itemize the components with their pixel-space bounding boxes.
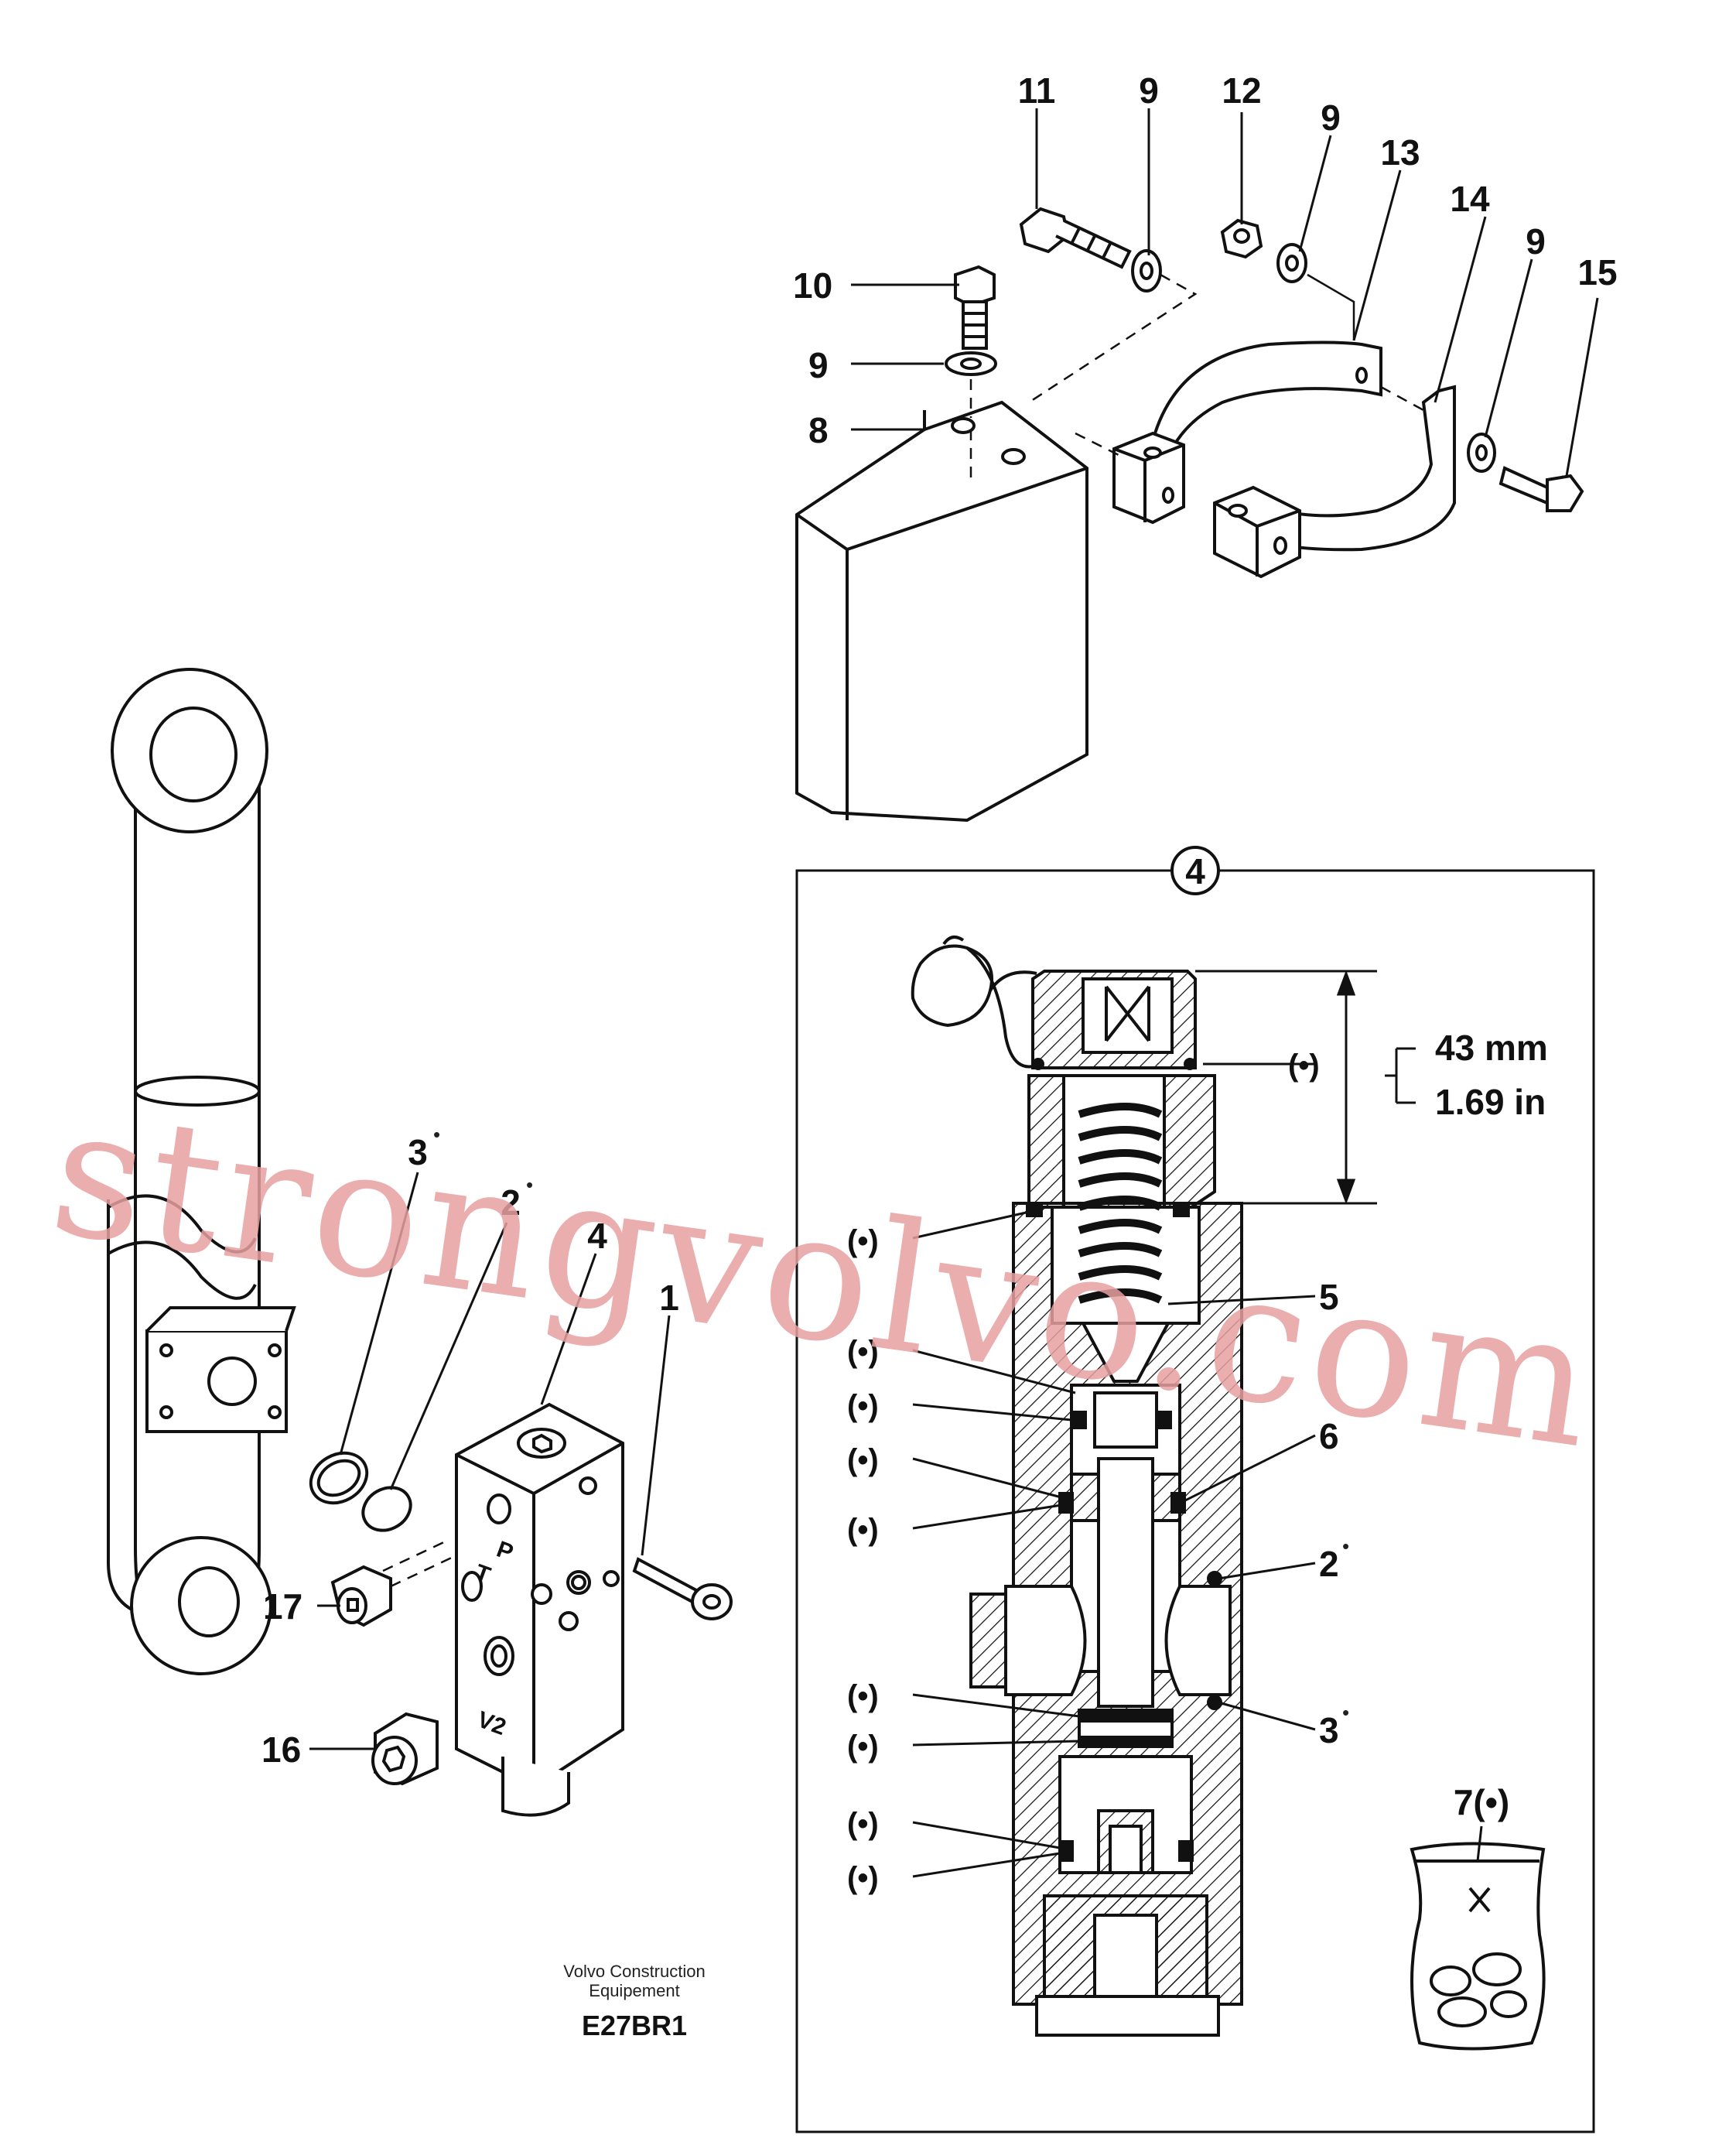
callout-15: 15 xyxy=(1577,252,1617,293)
callout-10: 10 xyxy=(793,265,832,306)
detail-number-circle xyxy=(1170,846,1220,895)
callout-3-detail: 3 xyxy=(1319,1710,1339,1750)
washer-9d xyxy=(1467,433,1496,473)
callout-12: 12 xyxy=(1222,70,1261,111)
callout-7: 7(•) xyxy=(1454,1782,1509,1822)
footer-company-line2: Equipement xyxy=(589,1981,679,2000)
seal-mark-dim: (•) xyxy=(1288,1049,1320,1083)
detail-number: 4 xyxy=(1185,851,1205,891)
seal-mark-1: (•) xyxy=(847,1224,879,1258)
callout-6: 6 xyxy=(1319,1416,1339,1456)
bolt-10 xyxy=(954,265,996,350)
footer-code: E27BR1 xyxy=(582,2010,687,2041)
plug-16 xyxy=(371,1712,439,1786)
plug-17 xyxy=(330,1538,457,1627)
bolt-15 xyxy=(1498,466,1584,512)
callout-2-dot: • xyxy=(526,1173,533,1196)
callout-3-detail-dot: • xyxy=(1342,1701,1349,1724)
valve-block xyxy=(455,1402,624,1817)
seal-mark-6: (•) xyxy=(847,1679,879,1713)
seal-mark-8: (•) xyxy=(847,1807,879,1841)
clamp-13 xyxy=(1112,340,1382,525)
seal-mark-7: (•) xyxy=(847,1729,879,1764)
callout-17: 17 xyxy=(263,1586,302,1627)
washer-9a xyxy=(945,351,997,376)
washer-9c xyxy=(1276,243,1307,283)
callout-9-top: 9 xyxy=(1139,70,1159,111)
seal-mark-9: (•) xyxy=(847,1861,879,1895)
callout-2-detail-dot: • xyxy=(1342,1534,1349,1558)
seal-mark-3: (•) xyxy=(847,1389,879,1423)
washer-9b xyxy=(1131,249,1162,293)
callout-5: 5 xyxy=(1319,1277,1339,1317)
dimension-metric: 43 mm xyxy=(1435,1028,1548,1068)
cover-block xyxy=(795,400,1088,823)
footer-company-line1: Volvo Construction xyxy=(563,1962,705,1981)
o-ring-2 xyxy=(361,1486,412,1532)
callout-8: 8 xyxy=(808,410,829,450)
callout-4: 4 xyxy=(587,1216,607,1256)
callout-11: 11 xyxy=(1018,70,1056,111)
seal-kit-bag xyxy=(1410,1842,1546,2051)
assembly-line-11 xyxy=(1028,273,1198,404)
assembly-line-13 xyxy=(1075,385,1424,458)
dimension-imperial: 1.69 in xyxy=(1435,1082,1546,1122)
callout-9-right: 9 xyxy=(1526,221,1546,262)
assembly-line-12 xyxy=(1307,273,1355,340)
hydraulic-cylinder xyxy=(107,668,296,1675)
seal-ring-3 xyxy=(309,1451,369,1505)
callout-3: 3 xyxy=(408,1132,428,1172)
seal-mark-2: (•) xyxy=(847,1335,879,1369)
callout-2: 2 xyxy=(501,1182,521,1223)
bolt-1 xyxy=(632,1557,733,1620)
dimension-arrow xyxy=(1195,970,1416,1205)
seal-mark-5: (•) xyxy=(847,1513,879,1547)
clamp-14 xyxy=(1213,385,1456,579)
callout-14: 14 xyxy=(1450,179,1490,219)
callout-2-detail: 2 xyxy=(1319,1544,1339,1584)
callout-9-left: 9 xyxy=(808,345,829,385)
leader-lines xyxy=(309,108,1599,1878)
callout-16: 16 xyxy=(261,1729,301,1770)
callout-3-dot: • xyxy=(433,1123,440,1146)
callout-1: 1 xyxy=(659,1278,679,1318)
nut-12 xyxy=(1220,218,1263,259)
callout-13: 13 xyxy=(1380,132,1420,173)
bolt-11 xyxy=(1019,207,1132,269)
valve-cross-section xyxy=(969,970,1243,2037)
dust-cap xyxy=(911,936,1041,1069)
seal-mark-4: (•) xyxy=(847,1443,879,1477)
callout-9-nut: 9 xyxy=(1321,98,1341,138)
